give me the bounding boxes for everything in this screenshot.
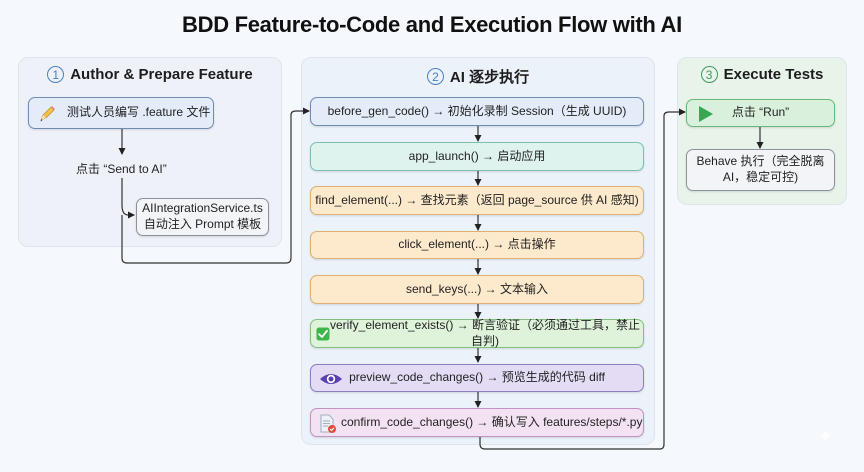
pencil-icon <box>40 106 55 122</box>
ai-step-confirm-code: confirm_code_changes() → 确认写入 features/s… <box>310 408 644 437</box>
panel-execute-heading: 3 Execute Tests <box>678 66 846 83</box>
step-run-button[interactable]: 点击 “Run” <box>686 99 835 127</box>
ai-step-label: verify_element_exists() → 断言验证（必须通过工具，禁止… <box>329 317 641 348</box>
ai-step-label: app_launch() → 启动应用 <box>408 148 546 163</box>
step-number-1: 1 <box>47 66 65 83</box>
service-label-line1: AIIntegrationService.ts <box>142 201 263 216</box>
step-run-label: 点击 “Run” <box>731 105 790 120</box>
sparkle-icon: ✦ <box>818 426 834 446</box>
ai-step-label: before_gen_code() → 初始化录制 Session（生成 UUI… <box>327 103 627 118</box>
ai-step-label: preview_code_changes() → 预览生成的代码 diff <box>349 370 605 385</box>
step-send-to-ai[interactable]: 点击 “Send to AI” <box>76 162 167 176</box>
document-check-icon <box>320 414 336 433</box>
step-write-feature: 测试人员编写 .feature 文件 <box>28 97 214 129</box>
ai-step-label: confirm_code_changes() → 确认写入 features/s… <box>341 414 643 429</box>
step-number-3: 3 <box>700 66 718 83</box>
step-behave-execute: Behave 执行（完全脱离 AI，稳定可控) <box>686 149 835 191</box>
play-icon <box>699 106 713 122</box>
step-write-feature-label: 测试人员编写 .feature 文件 <box>67 105 211 120</box>
panel-execute-title: Execute Tests <box>723 66 824 83</box>
panel-author-heading: 1 Author & Prepare Feature <box>19 66 281 83</box>
ai-step-preview-code: preview_code_changes() → 预览生成的代码 diff <box>310 364 644 392</box>
ai-step-find-element: find_element(...) → 查找元素（返回 page_source … <box>310 186 644 215</box>
panel-ai-title: AI 逐步执行 <box>449 69 530 86</box>
ai-step-click-element: click_element(...) → 点击操作 <box>310 231 644 259</box>
ai-step-verify-element: verify_element_exists() → 断言验证（必须通过工具，禁止… <box>310 317 644 348</box>
step-number-2: 2 <box>426 68 444 85</box>
panel-author-title: Author & Prepare Feature <box>70 66 253 83</box>
ai-step-label: send_keys(...) → 文本输入 <box>405 281 549 296</box>
step-ai-integration-service: AIIntegrationService.ts 自动注入 Prompt 模板 <box>136 198 269 236</box>
behave-label-line1: Behave 执行（完全脱离 <box>696 154 825 169</box>
ai-step-before-gen-code: before_gen_code() → 初始化录制 Session（生成 UUI… <box>310 97 644 126</box>
diagram-title: BDD Feature-to-Code and Execution Flow w… <box>182 12 682 37</box>
panel-ai-heading: 2 AI 逐步执行 <box>302 66 654 87</box>
check-icon <box>316 327 330 341</box>
service-label-line2: 自动注入 Prompt 模板 <box>143 217 262 231</box>
ai-step-label: find_element(...) → 查找元素（返回 page_source … <box>315 192 639 207</box>
eye-icon <box>320 374 342 384</box>
behave-label-line2: AI，稳定可控) <box>722 170 799 184</box>
ai-step-label: click_element(...) → 点击操作 <box>398 237 556 252</box>
ai-step-send-keys: send_keys(...) → 文本输入 <box>310 275 644 304</box>
ai-step-app-launch: app_launch() → 启动应用 <box>310 142 644 171</box>
